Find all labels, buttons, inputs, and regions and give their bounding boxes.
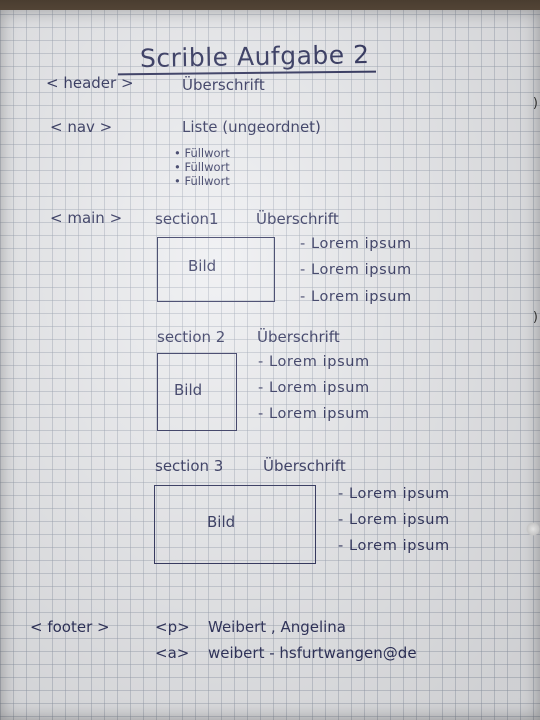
sketch-title: Scrible Aufgabe 2 [139,39,370,73]
section-2-image-box: Bild [157,353,237,431]
section-3-list-item: - Lorem ipsum [338,486,450,502]
section-3-image-label: Bild [207,513,236,531]
section-1-label: section1 [155,210,219,228]
footer-a-tag: <a> [155,644,190,662]
footer-tag: < footer > [30,618,110,636]
footer-author: Weibert , Angelina [208,618,347,636]
section-2-list-item: - Lorem ipsum [258,354,370,370]
nav-list-item: • Füllwort [174,146,230,160]
section-2-image-label: Bild [174,381,203,399]
nav-list-item: • Füllwort [174,174,230,188]
header-tag: < header > [46,74,134,92]
section-1-heading: Überschrift [256,210,339,228]
main-tag: < main > [50,209,123,227]
section-2-list-item: - Lorem ipsum [258,406,370,422]
section-1-list-item: - Lorem ipsum [300,289,412,305]
section-1-image-box: Bild [157,237,275,302]
section-2-label: section 2 [157,328,226,346]
section-3-list-item: - Lorem ipsum [338,538,450,554]
section-1-list-item: - Lorem ipsum [300,262,412,278]
section-3-image-box: Bild [154,485,316,564]
section-1-image-label: Bild [188,257,217,275]
section-2-list-item: - Lorem ipsum [258,380,370,396]
binder-hole-icon: ) [532,96,538,111]
nav-tag: < nav > [50,118,113,136]
section-3-label: section 3 [155,457,224,475]
light-reflection [526,522,540,536]
header-heading: Überschrift [182,76,265,94]
section-3-list-item: - Lorem ipsum [338,512,450,528]
grid-paper: Scrible Aufgabe 2 < header > Überschrift… [0,10,540,720]
nav-list-item: • Füllwort [174,160,230,174]
nav-list-heading: Liste (ungeordnet) [182,118,321,136]
footer-email-link: weibert - hsfurtwangen@de [208,644,417,662]
footer-p-tag: <p> [155,618,190,636]
binder-hole-icon: ) [532,310,538,325]
section-1-list-item: - Lorem ipsum [300,236,412,252]
section-3-heading: Überschrift [263,457,346,475]
section-2-heading: Überschrift [257,328,340,346]
